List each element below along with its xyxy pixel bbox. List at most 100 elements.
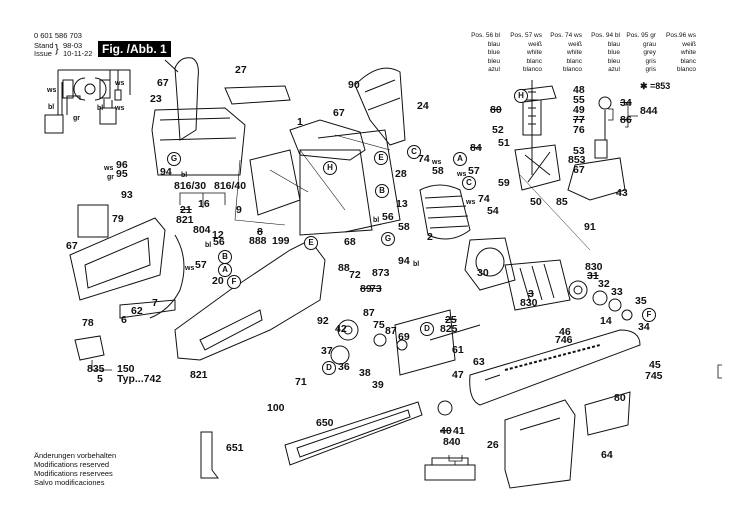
part-80: 80 xyxy=(614,392,626,404)
footer-es: Salvo modificaciones xyxy=(34,478,105,487)
color-de: blau xyxy=(607,40,620,48)
color-es: azul xyxy=(608,66,620,74)
marker-e: E xyxy=(304,236,318,250)
marker-c: C xyxy=(462,176,476,190)
marker-b: B xyxy=(375,184,389,198)
part-53: 53 xyxy=(573,145,585,157)
part-199: 199 xyxy=(272,235,290,247)
part-57-color: ws xyxy=(457,171,467,178)
part-6: 6 xyxy=(121,314,127,326)
part-87: 87 xyxy=(363,307,375,319)
wire-bl: bl xyxy=(48,104,55,111)
color-pos: Pos.96 ws xyxy=(666,32,696,39)
part-49: 49 xyxy=(573,104,585,116)
part-31: 31 xyxy=(587,270,599,282)
marker-b: B xyxy=(218,250,232,264)
color-de: weiß xyxy=(682,40,696,48)
part-69: 69 xyxy=(398,331,410,343)
stand-label: Stand xyxy=(34,41,54,50)
part-23: 23 xyxy=(150,93,162,105)
part-74-color: ws xyxy=(432,159,442,166)
part-746: 746 xyxy=(555,334,573,346)
part-54: 54 xyxy=(487,205,499,217)
color-fr: blanc xyxy=(566,57,582,65)
color-fr: blanc xyxy=(680,57,696,65)
part-45: 45 xyxy=(649,359,661,371)
part-61: 61 xyxy=(452,344,464,356)
color-en: white xyxy=(526,49,542,57)
part-43: 43 xyxy=(616,187,628,199)
scabbard-650 xyxy=(284,401,423,466)
part-14: 14 xyxy=(600,315,612,327)
part-52: 52 xyxy=(492,124,504,136)
part-56: 56 xyxy=(382,211,394,223)
part-96-color: ws xyxy=(104,165,114,172)
color-fr: blanc xyxy=(526,57,542,65)
guide-bar-45 xyxy=(469,329,641,406)
color-es: gris xyxy=(645,66,656,74)
part-72: 72 xyxy=(349,269,361,281)
part-25: 25 xyxy=(445,314,457,326)
color-de: grau xyxy=(642,40,656,48)
part-51: 51 xyxy=(498,137,510,149)
part-74-color: ws xyxy=(466,199,476,206)
part-90: 90 xyxy=(348,79,360,91)
part-12: 12 xyxy=(212,229,224,241)
part-40: 40 xyxy=(440,425,452,437)
part-67: 67 xyxy=(573,164,585,176)
part-71: 71 xyxy=(295,376,307,388)
color-es: blanco xyxy=(562,66,582,74)
part-85: 85 xyxy=(556,196,568,208)
part-20: 20 xyxy=(212,275,224,287)
marker-g: G xyxy=(167,152,181,166)
part-87: 87 xyxy=(385,325,397,337)
color-es: blanco xyxy=(522,66,542,74)
part-21: 21 xyxy=(180,204,192,216)
part-76: 76 xyxy=(573,124,585,136)
part-41: 41 xyxy=(453,425,465,437)
part-56: 56 xyxy=(213,236,225,248)
wire-ws: ws xyxy=(115,105,125,112)
part-57-color: ws xyxy=(185,265,195,272)
part-3: 3 xyxy=(528,288,534,300)
part-651: 651 xyxy=(226,442,244,454)
part-48: 48 xyxy=(573,84,585,96)
brace: } xyxy=(55,43,59,55)
part-55: 55 xyxy=(573,94,585,106)
color-de: blau xyxy=(487,40,500,48)
stand-value: 98-03 xyxy=(63,41,83,50)
part-39: 39 xyxy=(372,379,384,391)
part-13: 13 xyxy=(396,198,408,210)
part-9: 9 xyxy=(236,204,242,216)
part-93: 93 xyxy=(121,189,133,201)
part-34: 34 xyxy=(638,321,650,333)
cover-27 xyxy=(224,85,291,105)
part-79: 79 xyxy=(112,213,124,225)
stator-2 xyxy=(419,184,471,240)
part-38: 38 xyxy=(359,367,371,379)
part-7: 7 xyxy=(152,297,158,309)
part-68: 68 xyxy=(344,236,356,248)
footer-en: Modifications reserved xyxy=(34,460,110,469)
part-84: 84 xyxy=(470,142,482,154)
figure-label: Fig. /Abb. 1 xyxy=(98,41,171,57)
wire-ws: ws xyxy=(115,80,125,87)
armature-3 xyxy=(504,259,571,311)
part-34: 34 xyxy=(620,97,632,109)
marker-f: F xyxy=(642,308,656,322)
issue-label: Issue xyxy=(34,49,52,58)
part-16: 16 xyxy=(198,198,210,210)
part-67: 67 xyxy=(157,77,169,89)
color-fr: gris xyxy=(645,57,656,65)
color-en: blue xyxy=(607,49,620,57)
part-58: 58 xyxy=(432,165,444,177)
color-en: white xyxy=(680,49,696,57)
part-844: 844 xyxy=(640,105,658,117)
part-32: 32 xyxy=(598,278,610,290)
part-94: 94 xyxy=(160,166,172,178)
part-number: 0 601 586 703 xyxy=(34,31,82,40)
part-37: 37 xyxy=(321,345,333,357)
part-42: 42 xyxy=(335,323,347,335)
color-pos: Pos. 57 ws xyxy=(510,32,542,39)
wire-bl: bl xyxy=(97,105,104,112)
